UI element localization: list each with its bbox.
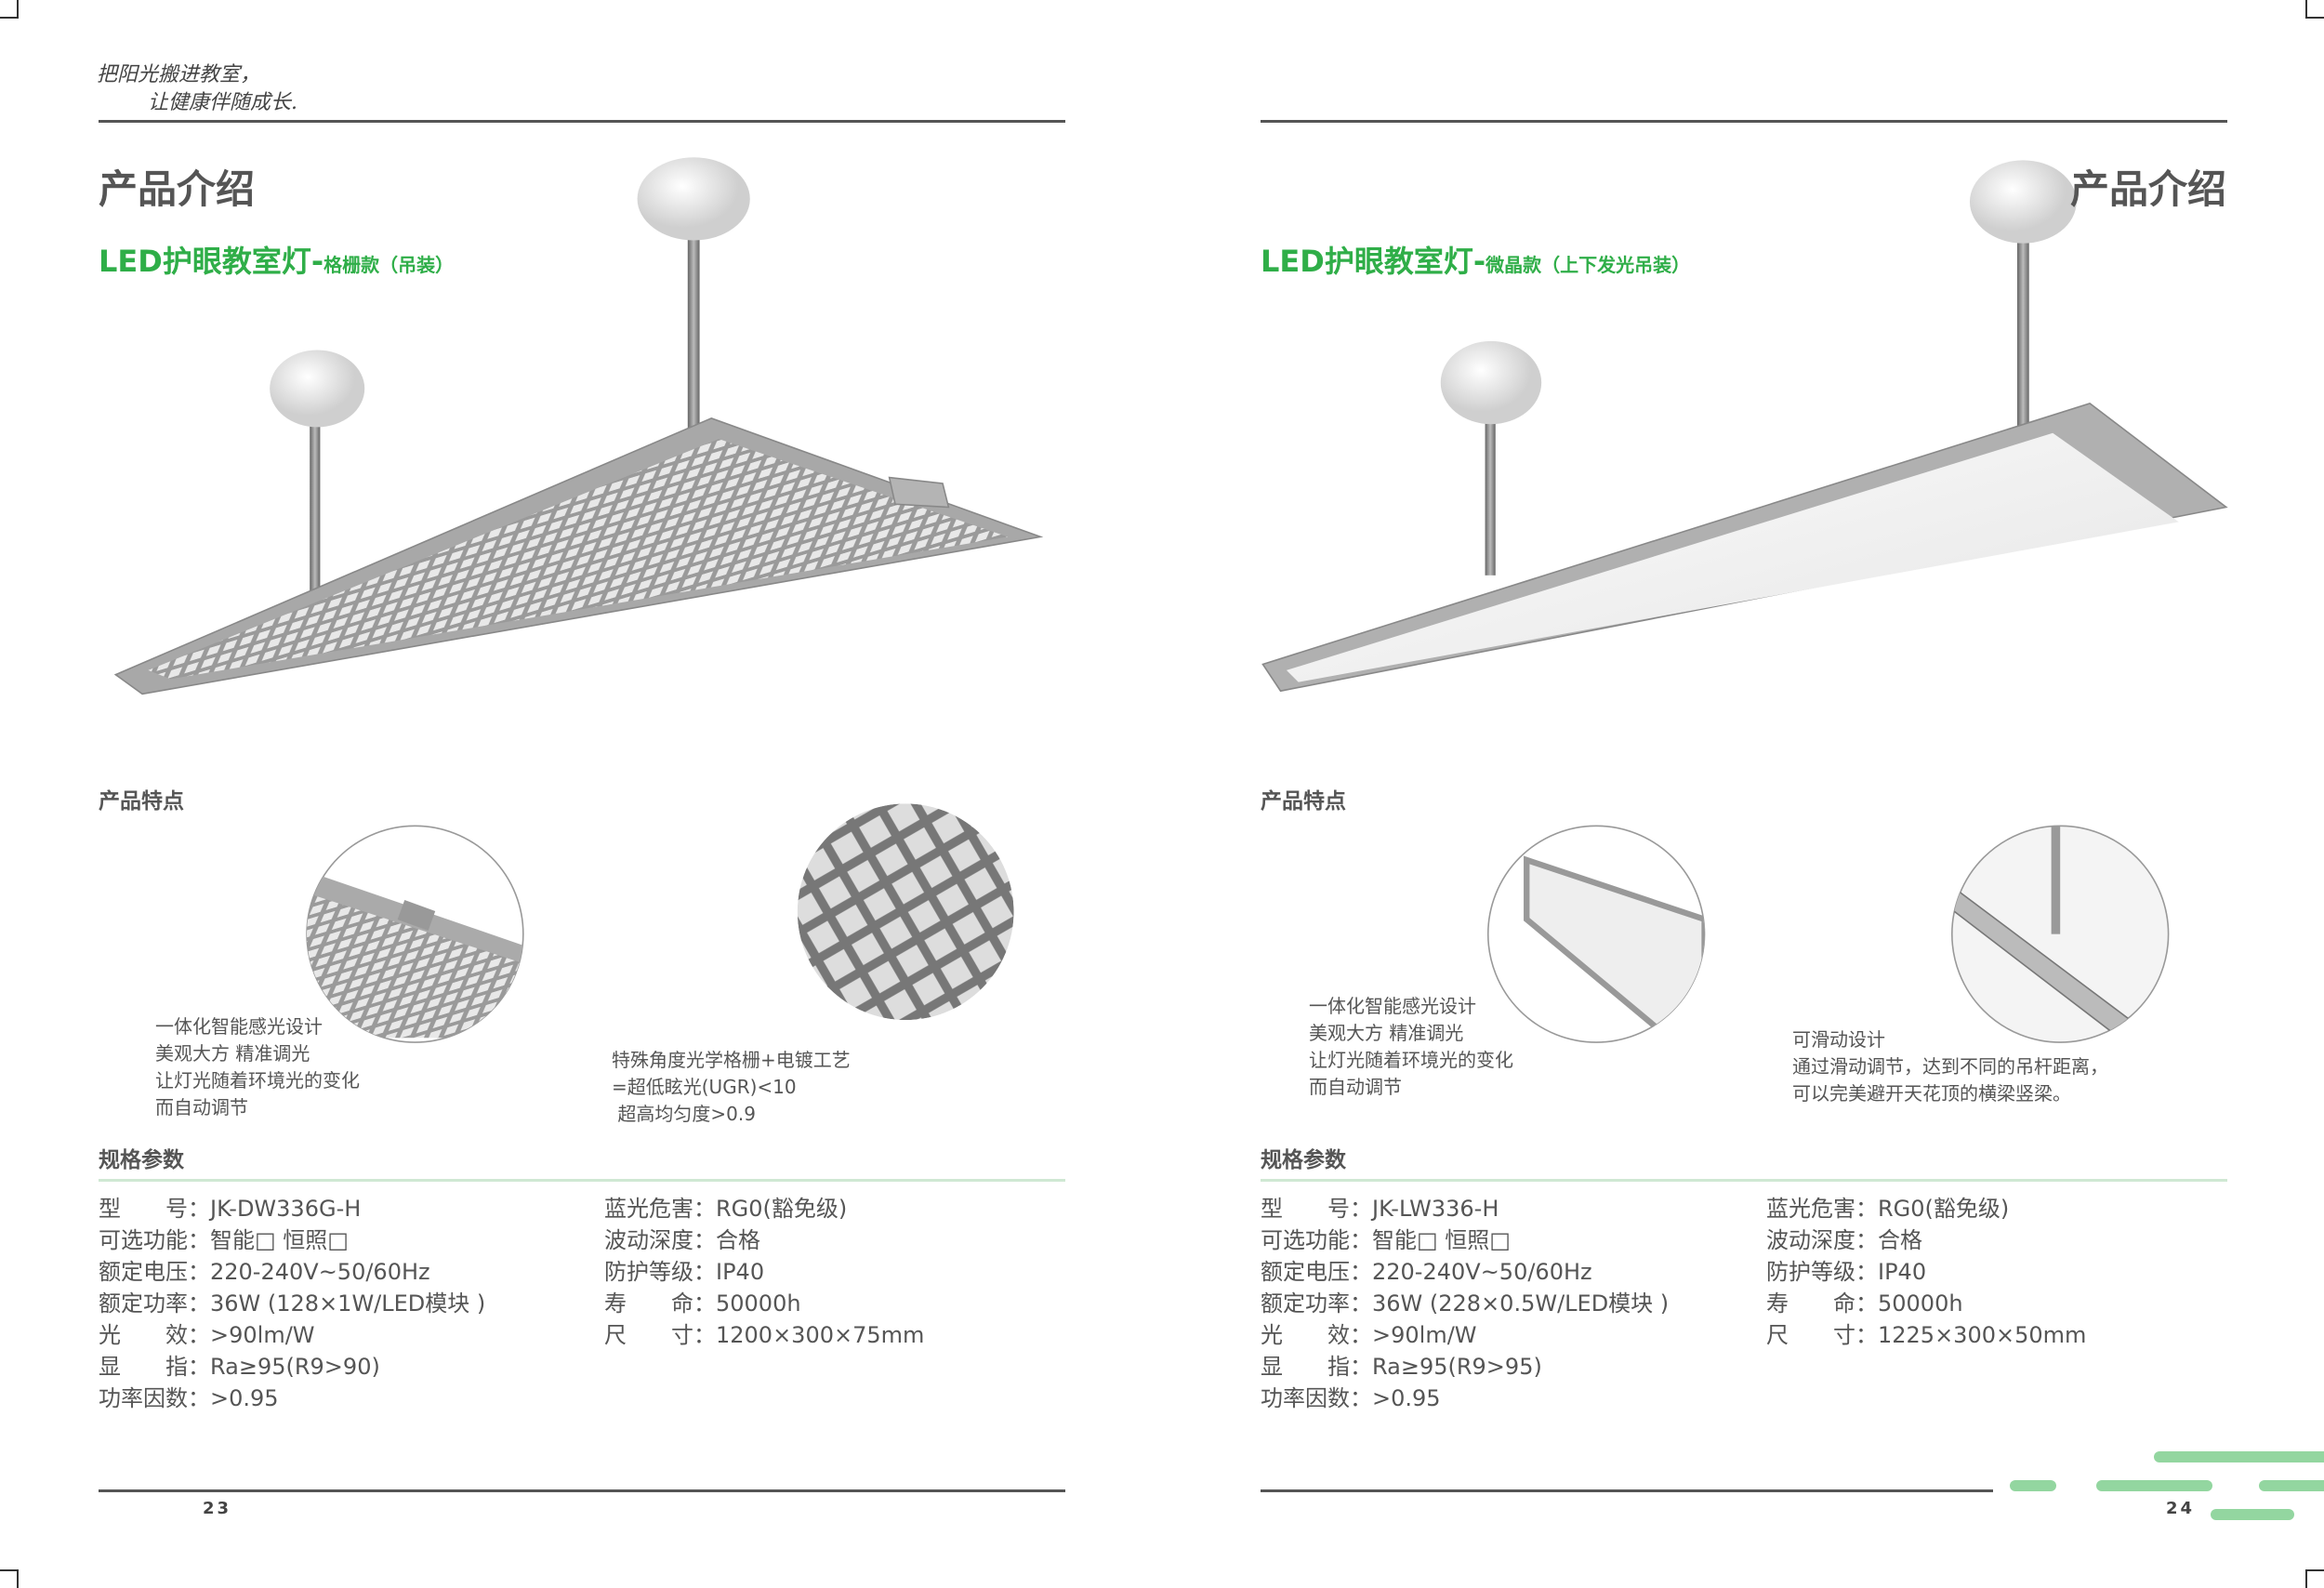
spec-row: 波动深度：合格 <box>1766 1227 1922 1253</box>
specs-divider <box>1261 1179 2227 1182</box>
feature-sensor-text: 一体化智能感光设计 美观大方 精准调光 让灯光随着环境光的变化 而自动调节 <box>1309 993 1513 1101</box>
feature-line: 超高均匀度>0.9 <box>612 1103 756 1125</box>
spec-row: 型 号：JK-LW336-H <box>1261 1196 1499 1222</box>
crop-mark <box>2305 1569 2324 1588</box>
header-divider <box>1261 120 2227 123</box>
spec-row: 波动深度：合格 <box>604 1227 760 1253</box>
decorative-bar <box>2154 1451 2324 1462</box>
spec-row: 尺 寸：1225×300×50mm <box>1766 1322 2087 1348</box>
crop-mark <box>0 1569 19 1588</box>
decorative-bar <box>2010 1480 2056 1491</box>
spec-row: 尺 寸：1200×300×75mm <box>604 1322 925 1348</box>
page-number: 23 <box>203 1499 232 1518</box>
spec-row: 蓝光危害：RG0(豁免级) <box>1766 1196 2010 1222</box>
feature-line: 一体化智能感光设计 <box>155 1015 323 1038</box>
spec-row: 蓝光危害：RG0(豁免级) <box>604 1196 848 1222</box>
features-heading: 产品特点 <box>1261 789 1346 814</box>
footer-divider <box>99 1489 1065 1492</box>
feature-line: 让灯光随着环境光的变化 <box>1309 1049 1513 1071</box>
specs-heading: 规格参数 <box>1261 1148 1346 1172</box>
feature-line: 可滑动设计 <box>1792 1028 1885 1051</box>
feature-line: 特殊角度光学格栅+电镀工艺 <box>612 1049 851 1071</box>
grille-lamp-image <box>113 157 1044 695</box>
decorative-bar <box>2211 1509 2294 1520</box>
spec-row: 型 号：JK-DW336G-H <box>99 1196 362 1222</box>
microcrystal-lamp-image <box>1261 160 2228 693</box>
features-heading: 产品特点 <box>99 789 184 814</box>
subtitle-main: LED护眼教室灯- <box>1261 244 1486 279</box>
subtitle-variant: 微晶款（上下发光吊装） <box>1486 254 1691 276</box>
crop-mark <box>2305 0 2324 19</box>
subtitle-variant: 格栅款（吊装） <box>324 254 455 276</box>
detail-circle-grille <box>797 803 1014 1021</box>
spec-row: 功率因数：>0.95 <box>99 1385 279 1411</box>
feature-line: 可以完美避开天花顶的横梁竖梁。 <box>1792 1082 2071 1105</box>
feature-line: 而自动调节 <box>1309 1076 1402 1098</box>
feature-line: 让灯光随着环境光的变化 <box>155 1069 360 1092</box>
feature-line: 通过滑动调节，达到不同的吊杆距离， <box>1792 1055 2108 1078</box>
feature-sensor-text: 一体化智能感光设计 美观大方 精准调光 让灯光随着环境光的变化 而自动调节 <box>155 1013 360 1121</box>
spec-row: 额定功率：36W (228×0.5W/LED模块 ) <box>1261 1290 1670 1317</box>
spec-row: 光 效：>90lm/W <box>99 1322 315 1348</box>
product-subtitle: LED护眼教室灯-微晶款（上下发光吊装） <box>1261 238 1690 281</box>
page-title: 产品介绍 <box>2069 166 2226 212</box>
page-title: 产品介绍 <box>99 166 256 212</box>
feature-line: 美观大方 精准调光 <box>1309 1022 1464 1044</box>
feature-line: 一体化智能感光设计 <box>1309 995 1476 1017</box>
spec-row: 寿 命：50000h <box>1766 1290 1963 1317</box>
spec-row: 寿 命：50000h <box>604 1290 801 1317</box>
spec-row: 功率因数：>0.95 <box>1261 1385 1441 1411</box>
spec-row: 额定功率：36W (128×1W/LED模块 ) <box>99 1290 486 1317</box>
slogan: 把阳光搬进教室， 让健康伴随成长. <box>97 61 297 117</box>
specs-column-1: 型 号：JK-DW336G-H 可选功能：智能□ 恒照□ 额定电压：220-24… <box>99 1193 485 1414</box>
spec-row: 显 指：Ra≥95(R9>90) <box>99 1354 380 1380</box>
feature-line: 美观大方 精准调光 <box>155 1042 310 1065</box>
subtitle-main: LED护眼教室灯- <box>99 244 324 279</box>
feature-grille-text: 特殊角度光学格栅+电镀工艺 =超低眩光(UGR)<10 超高均匀度>0.9 <box>612 1047 851 1128</box>
decorative-bar <box>2259 1480 2324 1491</box>
spec-row: 可选功能：智能□ 恒照□ <box>1261 1227 1511 1253</box>
spec-row: 显 指：Ra≥95(R9>95) <box>1261 1354 1542 1380</box>
page-number: 24 <box>2166 1499 2196 1518</box>
decorative-bar <box>2096 1480 2212 1491</box>
spec-row: 额定电压：220-240V~50/60Hz <box>1261 1259 1592 1285</box>
detail-circle-panel-edge <box>1486 825 1706 1043</box>
spec-row: 防护等级：IP40 <box>1766 1259 1927 1285</box>
detail-circle-slider <box>1951 825 2170 1043</box>
feature-slider-text: 可滑动设计 通过滑动调节，达到不同的吊杆距离， 可以完美避开天花顶的横梁竖梁。 <box>1792 1026 2108 1107</box>
specs-heading: 规格参数 <box>99 1148 184 1172</box>
header-divider <box>99 120 1065 123</box>
feature-line: 而自动调节 <box>155 1096 248 1118</box>
product-subtitle: LED护眼教室灯-格栅款（吊装） <box>99 238 454 281</box>
slogan-line-2: 让健康伴随成长. <box>148 91 297 114</box>
detail-circle-sensor <box>306 825 524 1043</box>
crop-mark <box>0 0 19 19</box>
spec-row: 光 效：>90lm/W <box>1261 1322 1477 1348</box>
specs-column-1: 型 号：JK-LW336-H 可选功能：智能□ 恒照□ 额定电压：220-240… <box>1261 1193 1669 1414</box>
spec-row: 可选功能：智能□ 恒照□ <box>99 1227 349 1253</box>
specs-column-2: 蓝光危害：RG0(豁免级) 波动深度：合格 防护等级：IP40 寿 命：5000… <box>1766 1193 2086 1351</box>
feature-line: =超低眩光(UGR)<10 <box>612 1076 797 1098</box>
specs-divider <box>99 1179 1065 1182</box>
slogan-line-1: 把阳光搬进教室， <box>97 63 261 86</box>
spec-row: 防护等级：IP40 <box>604 1259 765 1285</box>
footer-divider <box>1261 1489 1993 1492</box>
spec-row: 额定电压：220-240V~50/60Hz <box>99 1259 430 1285</box>
specs-column-2: 蓝光危害：RG0(豁免级) 波动深度：合格 防护等级：IP40 寿 命：5000… <box>604 1193 924 1351</box>
